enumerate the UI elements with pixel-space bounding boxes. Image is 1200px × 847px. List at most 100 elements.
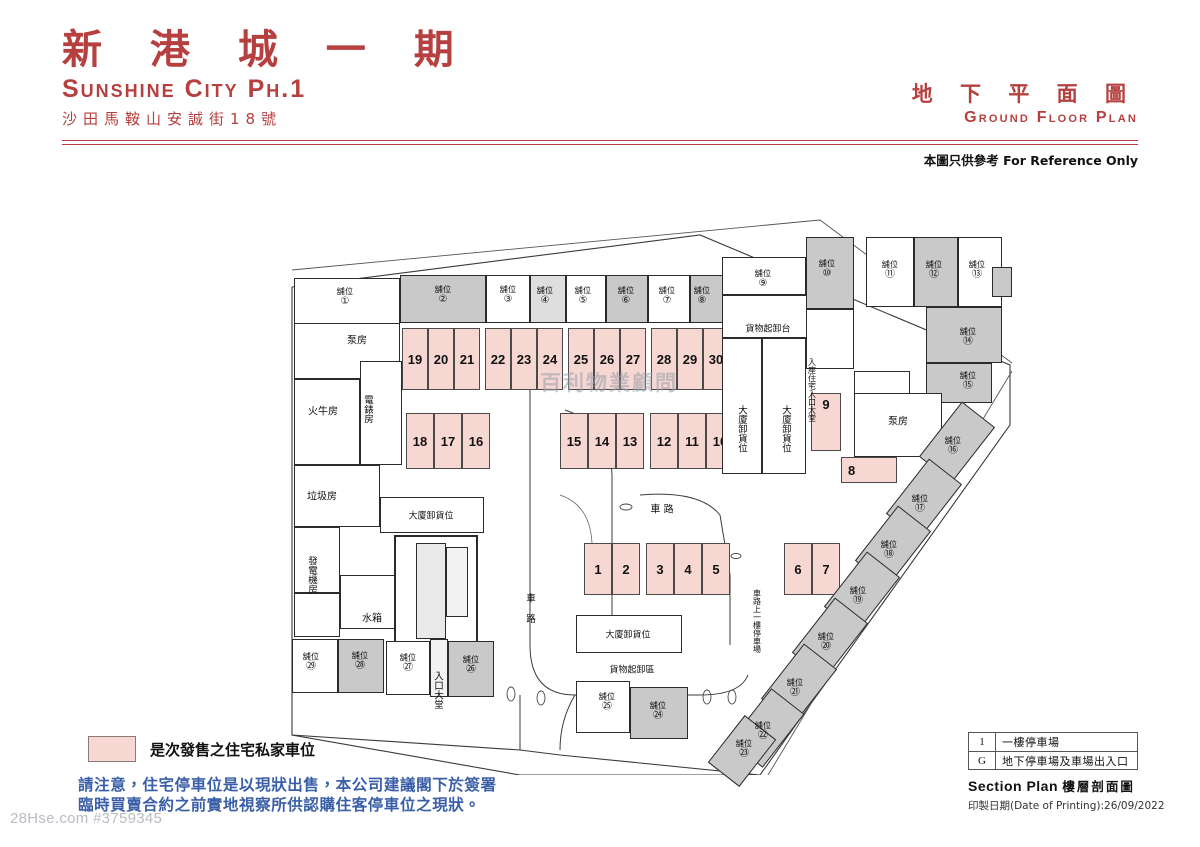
shop-word: 舖位 <box>944 436 962 446</box>
shop-number: ㉒ <box>757 730 768 742</box>
plan-title-cn: 地 下 平 面 圖 <box>911 82 1136 106</box>
room-label-15: 入座住宅入口大堂 <box>807 358 817 422</box>
project-title-cn: 新 港 城 一 期 <box>62 27 471 73</box>
shop-word: 舖位 <box>399 653 417 663</box>
shop-word: 舖位 <box>658 286 676 296</box>
parking-stall-27: 27 <box>620 328 646 390</box>
shop-number: ⑤ <box>578 295 588 307</box>
parking-stall-20: 20 <box>428 328 454 390</box>
shop-number: ④ <box>540 295 550 307</box>
shop-word: 舖位 <box>735 739 753 749</box>
shop-number: ① <box>340 296 350 308</box>
shop-unit-12-room <box>914 237 958 307</box>
header-left: 新 港 城 一 期 Sunshine City Ph.1 沙田馬鞍山安誠街18號 <box>62 28 482 129</box>
parking-stall-12: 12 <box>650 413 678 469</box>
shop-word: 舖位 <box>968 260 986 270</box>
shop-unit-4-room <box>530 275 566 323</box>
parking-stall-21: 21 <box>454 328 480 390</box>
section-plan-row-G: G 地下停車場及車場出入口 <box>968 751 1138 770</box>
shop-number: ⑯ <box>947 445 958 457</box>
shop-number: ㉔ <box>652 710 663 722</box>
shop-word: 舖位 <box>302 652 320 662</box>
shop-unit-10-room <box>806 237 854 309</box>
shop-number: ⑩ <box>822 268 832 280</box>
shop-number: ㉘ <box>354 660 365 672</box>
section-row-value: 地下停車場及車場出入口 <box>1002 754 1129 768</box>
generator-room <box>294 527 340 593</box>
shop-number: ⑥ <box>621 295 631 307</box>
plan-title-en: Ground Floor Plan <box>964 109 1138 126</box>
section-row-key: G <box>969 752 996 769</box>
loading-bay-left <box>380 497 484 533</box>
loading-bay-center <box>576 615 682 653</box>
shop-unit-29-room <box>292 639 338 693</box>
section-plan-caption-cn: 樓層剖面圖 <box>1062 779 1135 794</box>
room-label-17: 車路上一樓停車場 <box>752 589 762 653</box>
shop-number: ㉓ <box>738 748 749 760</box>
shop-unit-1-room <box>294 278 400 326</box>
sale-notice: 請注意，住宅停車位是以現狀出售，本公司建議閣下於簽署 臨時買賣合約之前實地視察所… <box>78 775 698 816</box>
shop-word: 舖位 <box>693 286 711 296</box>
lobby-core-right <box>806 309 854 369</box>
parking-stall-26: 26 <box>594 328 620 390</box>
stair-flight <box>416 543 446 639</box>
reference-only-note: 本圖只供參考 For Reference Only <box>923 153 1138 168</box>
parking-stall-6: 6 <box>784 543 812 595</box>
shop-unit-11-room <box>866 237 914 307</box>
shop-number: ⑮ <box>962 380 973 392</box>
parking-stall-7: 7 <box>812 543 840 595</box>
shop-word: 舖位 <box>649 701 667 711</box>
shop-word: 舖位 <box>817 632 835 642</box>
shop-word: 舖位 <box>462 655 480 665</box>
refuse-room <box>294 465 380 527</box>
loading-platform-right <box>722 295 808 338</box>
parking-stall-29: 29 <box>677 328 703 390</box>
shop-number: ③ <box>503 294 513 306</box>
printing-date: 印製日期(Date of Printing):26/09/2022 <box>968 800 1165 812</box>
sale-notice-line2: 臨時買賣合約之前實地視察所供認購住客停車位之現狀。 <box>78 796 481 815</box>
header-divider-bottom <box>62 144 1138 145</box>
transformer-room <box>294 379 360 465</box>
legend-swatch <box>88 736 136 762</box>
shop-number: ⑪ <box>884 269 895 281</box>
project-title-en: Sunshine City Ph.1 <box>62 74 307 103</box>
section-row-value: 一樓停車場 <box>1002 736 1060 749</box>
parking-stall-13: 13 <box>616 413 644 469</box>
shop-word: 舖位 <box>881 260 899 270</box>
parking-stall-15: 15 <box>560 413 588 469</box>
shop-unit-24-room <box>630 687 688 739</box>
parking-stall-19: 19 <box>402 328 428 390</box>
shop-unit-26-room <box>448 641 494 697</box>
shop-number: ⑰ <box>914 503 925 515</box>
shop-number: ㉗ <box>402 662 413 674</box>
room-label-16: 入口大堂 <box>432 671 443 709</box>
shop-word: 舖位 <box>499 285 517 295</box>
shop-word: 舖位 <box>849 586 867 596</box>
room-label-14: 車 路 <box>524 593 535 623</box>
loading-bay-right-b <box>762 338 806 474</box>
section-plan-caption-en: Section Plan <box>968 778 1059 794</box>
room-label-10: 大廈卸貨位 <box>780 405 791 453</box>
shop-number: ⑭ <box>962 336 973 348</box>
meter-room <box>360 361 402 465</box>
